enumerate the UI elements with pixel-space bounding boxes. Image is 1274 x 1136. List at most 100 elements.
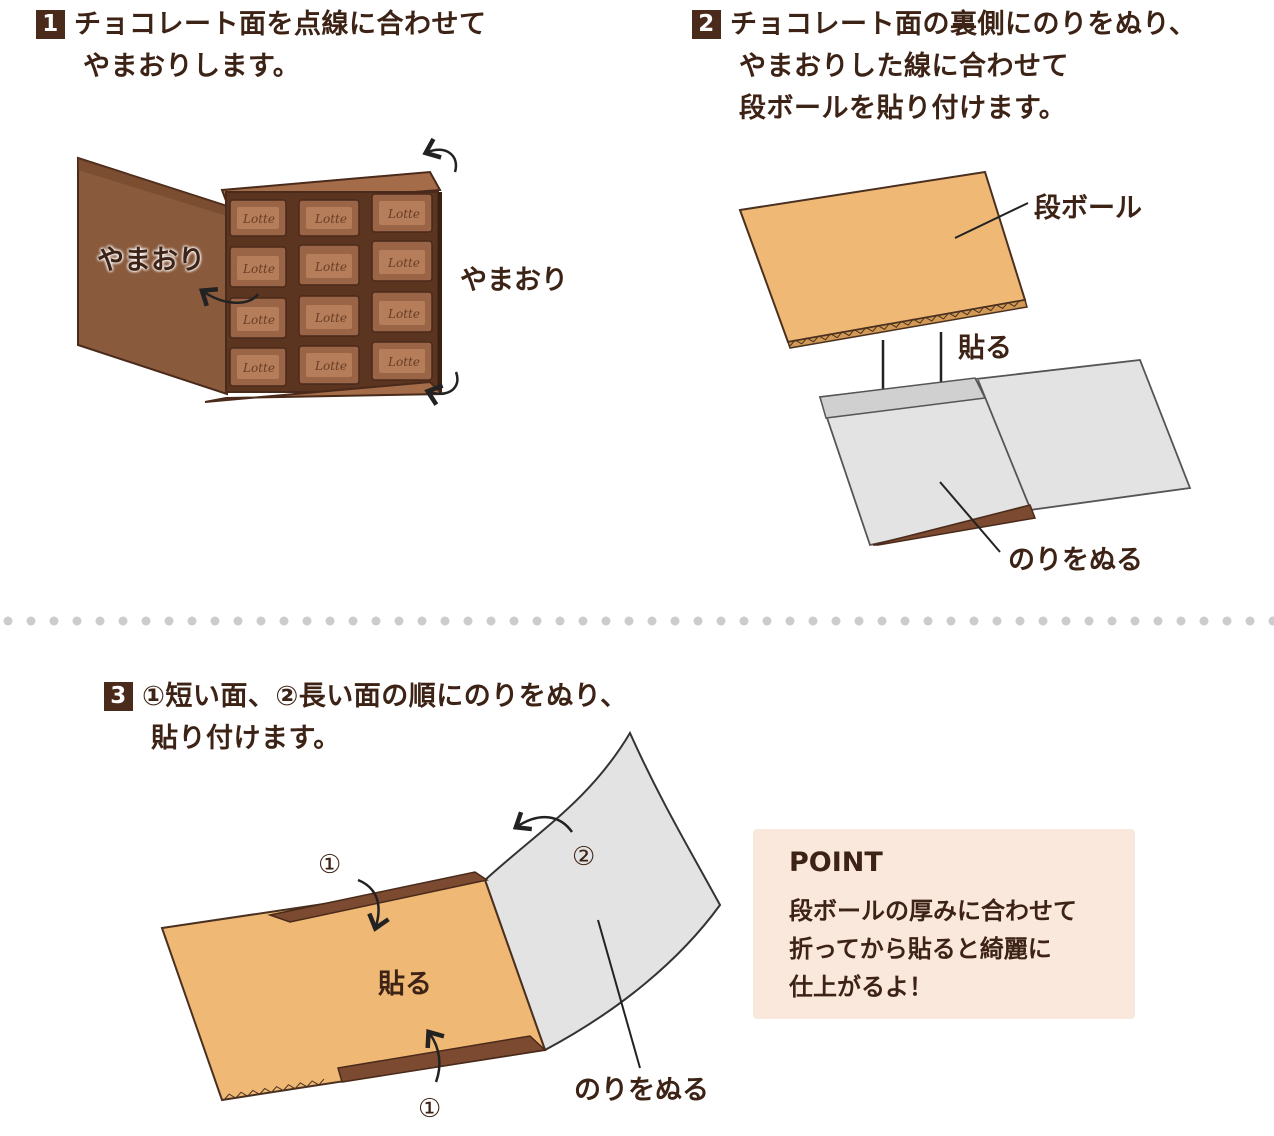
fold-arrow-icon: [198, 286, 260, 307]
dotted-divider: [3, 616, 1274, 626]
divider-dot: [3, 616, 13, 626]
step2-attach-label: 貼る: [958, 333, 1012, 364]
divider-dot: [762, 616, 772, 626]
chocolate-logo: Lotte: [242, 212, 275, 226]
step-2-number: 2: [692, 10, 721, 39]
step1-fold-right-label: やまおり: [460, 265, 568, 296]
step-1-title: 1 チョコレート面を点線に合わせて やまおりします。: [36, 4, 487, 88]
divider-dot: [555, 616, 565, 626]
divider-dot: [463, 616, 473, 626]
divider-dot: [969, 616, 979, 626]
divider-dot: [1061, 616, 1071, 626]
divider-dot: [1015, 616, 1025, 626]
divider-dot: [785, 616, 795, 626]
chocolate-logo: Lotte: [387, 355, 420, 369]
point-line-3: 仕上がるよ！: [789, 973, 933, 1001]
step2-glue-strip: [872, 504, 1037, 546]
step1-fold-left-label: やまおり: [97, 245, 205, 276]
fold-arrow-icon: [422, 137, 458, 173]
divider-dot: [693, 616, 703, 626]
divider-dot: [72, 616, 82, 626]
divider-dot: [256, 616, 266, 626]
divider-dot: [900, 616, 910, 626]
divider-dot: [670, 616, 680, 626]
divider-dot: [509, 616, 519, 626]
chocolate-logo: Lotte: [242, 262, 275, 276]
chocolate-logo: Lotte: [242, 313, 275, 327]
divider-dot: [440, 616, 450, 626]
divider-dot: [1130, 616, 1140, 626]
step3-circle-one-bottom: ①: [418, 1094, 442, 1124]
step3-circle-two: ②: [572, 842, 596, 872]
step2-illustration: [738, 170, 1192, 553]
step1-chocolate-illustration: Lotte Lotte Lotte Lotte Lotte Lotte Lott…: [77, 137, 459, 406]
point-title: POINT: [789, 847, 883, 878]
step2-cardboard-label: 段ボール: [1034, 193, 1142, 224]
divider-dot: [118, 616, 128, 626]
step-3-line-1: ①短い面、②長い面の順にのりをぬり、: [142, 681, 628, 712]
divider-dot: [1268, 616, 1274, 626]
step3-gray-sheet: [483, 730, 722, 1052]
divider-dot: [187, 616, 197, 626]
divider-dot: [486, 616, 496, 626]
divider-dot: [417, 616, 427, 626]
divider-dot: [1222, 616, 1232, 626]
step-3-line-2: 貼り付けます。: [151, 723, 341, 754]
divider-dot: [1038, 616, 1048, 626]
divider-dot: [946, 616, 956, 626]
divider-dot: [1107, 616, 1117, 626]
divider-dot: [854, 616, 864, 626]
divider-dot: [647, 616, 657, 626]
attach-arrow-icon: [357, 878, 390, 932]
divider-dot: [49, 616, 59, 626]
step3-bottom-flap: [337, 1035, 547, 1083]
chocolate-logo: Lotte: [314, 359, 347, 373]
divider-dot: [601, 616, 611, 626]
divider-dot: [394, 616, 404, 626]
chocolate-logo: Lotte: [314, 311, 347, 325]
divider-dot: [302, 616, 312, 626]
step-3-title: 3 ①短い面、②長い面の順にのりをぬり、 貼り付けます。: [104, 676, 628, 760]
divider-dot: [279, 616, 289, 626]
step-1-line-2: やまおりします。: [83, 51, 301, 82]
step-1-line-1: チョコレート面を点線に合わせて: [74, 9, 487, 40]
divider-dot: [325, 616, 335, 626]
divider-dot: [877, 616, 887, 626]
divider-dot: [210, 616, 220, 626]
step3-attach-label: 貼る: [378, 969, 432, 1000]
divider-dot: [739, 616, 749, 626]
divider-dot: [348, 616, 358, 626]
point-box: POINT 段ボールの厚みに合わせて 折ってから貼ると綺麗に 仕上がるよ！: [753, 829, 1135, 1019]
step3-circle-one-top: ①: [318, 850, 342, 880]
step3-glue-label: のりをぬる: [574, 1075, 709, 1106]
fold-arrow-icon: [424, 371, 459, 406]
divider-dot: [371, 616, 381, 626]
step-2-line-1: チョコレート面の裏側にのりをぬり、: [730, 9, 1197, 40]
divider-dot: [26, 616, 36, 626]
divider-dot: [141, 616, 151, 626]
divider-dot: [1199, 616, 1209, 626]
step2-cardboard: [738, 170, 1027, 344]
step3-top-flap: [267, 871, 489, 923]
step3-illustration: [160, 730, 722, 1102]
chocolate-logo: Lotte: [387, 207, 420, 221]
divider-dot: [831, 616, 841, 626]
divider-dot: [1245, 616, 1255, 626]
point-line-1: 段ボールの厚みに合わせて: [789, 897, 1077, 925]
chocolate-logo: Lotte: [387, 256, 420, 270]
step-3-number: 3: [104, 682, 133, 711]
divider-dot: [164, 616, 174, 626]
attach-arrow-icon: [425, 1029, 445, 1083]
divider-dot: [1176, 616, 1186, 626]
point-line-2: 折ってから貼ると綺麗に: [789, 935, 1052, 963]
step-1-number: 1: [36, 10, 65, 39]
divider-dot: [95, 616, 105, 626]
chocolate-logo: Lotte: [314, 260, 347, 274]
divider-dot: [624, 616, 634, 626]
divider-dot: [578, 616, 588, 626]
divider-dot: [808, 616, 818, 626]
divider-dot: [716, 616, 726, 626]
fold-arrow-icon: [512, 811, 574, 833]
divider-dot: [233, 616, 243, 626]
